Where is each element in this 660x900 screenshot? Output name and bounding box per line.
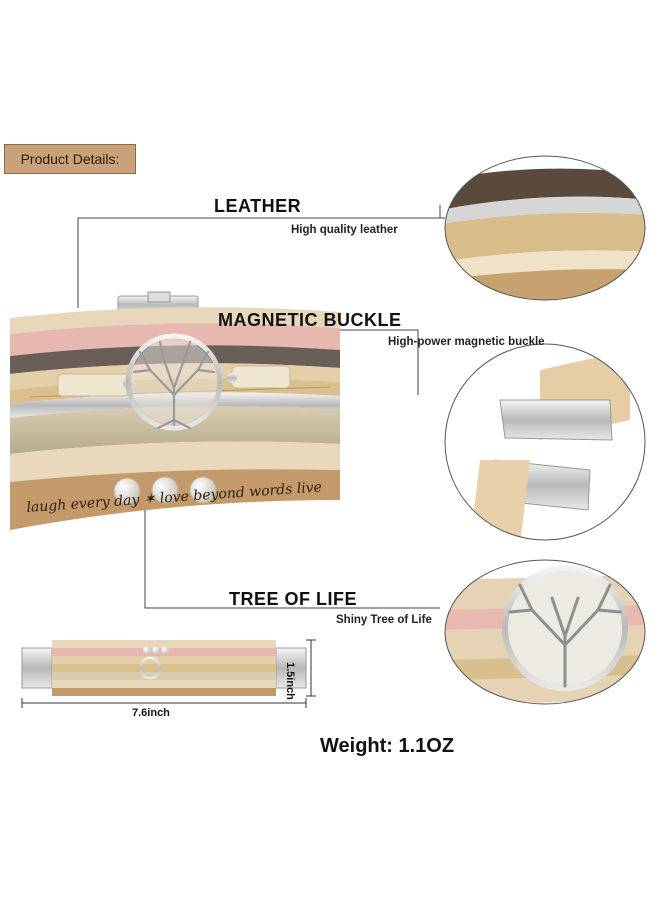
leather-closeup-image (444, 155, 646, 301)
weight-label: Weight: 1.1OZ (320, 735, 455, 757)
feature-subtitle-buckle: High-power magnetic buckle (388, 336, 545, 348)
feature-subtitle-leather: High quality leather (291, 224, 398, 236)
pearl-icon (113, 476, 217, 505)
flat-bracelet-image (21, 639, 316, 708)
product-details-badge: Product Details: (4, 144, 136, 174)
tree-of-life-icon (125, 333, 223, 431)
feature-subtitle-tree: Shiny Tree of Life (336, 614, 432, 626)
feature-title-leather: LEATHER (214, 196, 302, 216)
width-label: 1.5inch (284, 662, 296, 700)
feature-title-tree: TREE OF LIFE (229, 589, 358, 609)
bracelet-image (10, 291, 340, 530)
feature-title-buckle: MAGNETIC BUCKLE (218, 310, 402, 330)
length-label: 7.6inch (132, 707, 170, 719)
magnetic-clasp-icon (444, 343, 646, 541)
tree-closeup-image (444, 559, 646, 705)
